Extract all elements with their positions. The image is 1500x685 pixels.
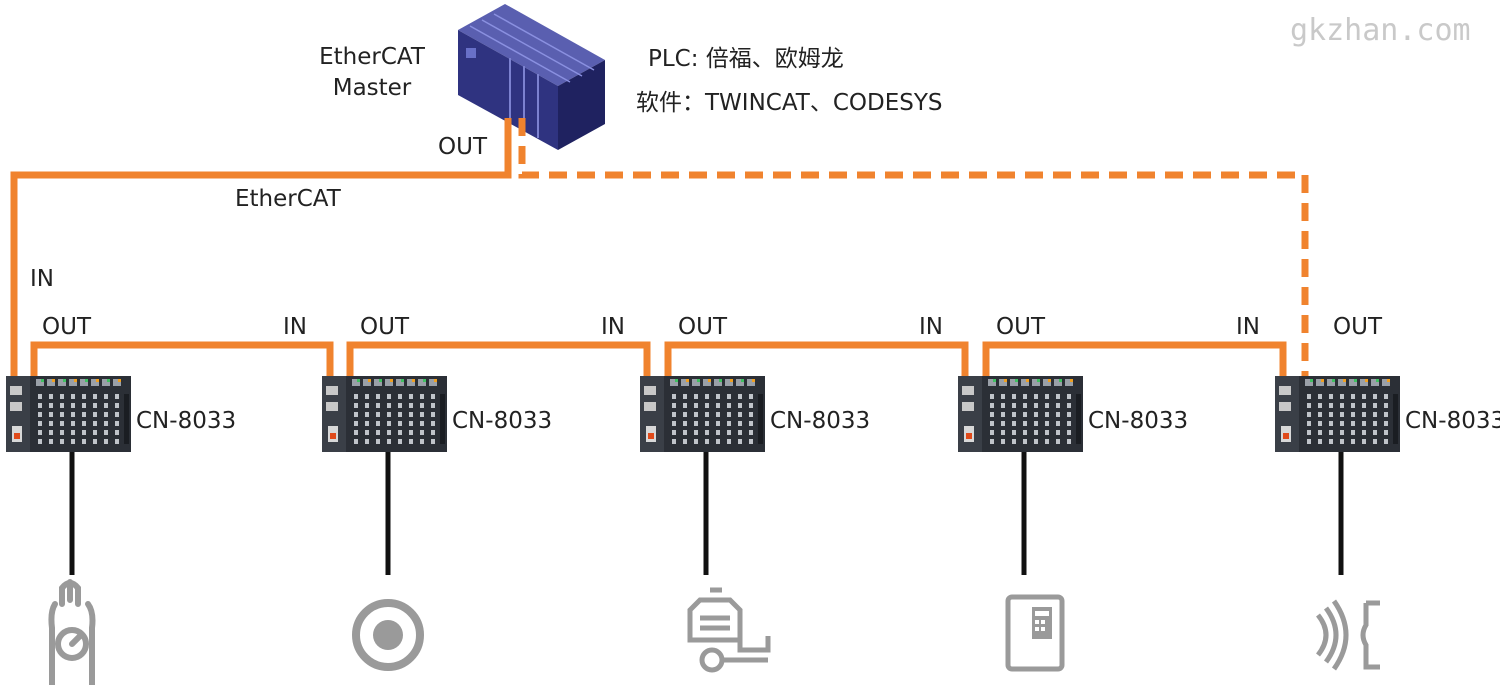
proximity-sensor-icon (352, 599, 424, 671)
io-module: CN-8033 OUT IN (640, 314, 943, 575)
io-module: CN-8033 OUT (1275, 314, 1500, 575)
module-model-label: CN-8033 (452, 408, 552, 434)
ethercat-cable-redundant (518, 118, 1309, 395)
next-module-in-label: IN (283, 314, 307, 340)
inverter-icon (1005, 594, 1065, 672)
ethercat-cable-main (10, 118, 512, 412)
module-out-label: OUT (678, 314, 728, 340)
first-module-in-label: IN (30, 266, 54, 292)
module-model-label: CN-8033 (1405, 408, 1500, 434)
photoelectric-sensor-icon (1315, 599, 1380, 671)
master-out-label: OUT (438, 134, 488, 160)
watermark: gkzhan.com (1290, 13, 1471, 48)
master-title-line1: EtherCAT (319, 44, 426, 70)
io-module: CN-8033 OUT IN (958, 314, 1260, 575)
master-title-line2: Master (333, 75, 412, 101)
io-module: CN-8033 OUT IN (322, 314, 625, 575)
module-out-label: OUT (42, 314, 92, 340)
module-model-label: CN-8033 (770, 408, 870, 434)
next-module-in-label: IN (919, 314, 943, 340)
module-out-label: OUT (360, 314, 410, 340)
ethercat-bus-label: EtherCAT (235, 186, 342, 212)
plc-master-icon (458, 4, 605, 150)
module-out-label: OUT (1333, 314, 1383, 340)
next-module-in-label: IN (601, 314, 625, 340)
next-module-in-label: IN (1236, 314, 1260, 340)
module-out-label: OUT (996, 314, 1046, 340)
tank-pump-icon (687, 587, 771, 673)
pressure-sensor-icon (48, 579, 96, 685)
module-model-label: CN-8033 (1088, 408, 1188, 434)
module-model-label: CN-8033 (136, 408, 236, 434)
plc-info-text: PLC: 倍福、欧姆龙 (648, 46, 844, 72)
io-module: CN-8033 OUT IN (6, 314, 307, 575)
software-info-text: 软件：TWINCAT、CODESYS (636, 90, 943, 116)
